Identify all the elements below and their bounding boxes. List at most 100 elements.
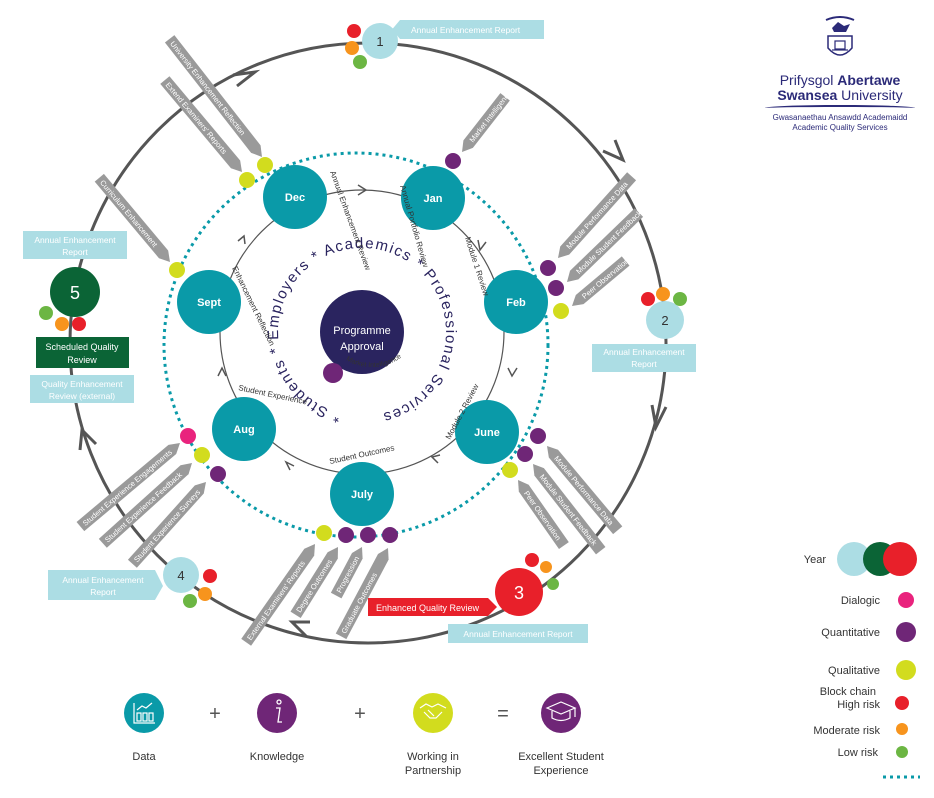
year-5-circle[interactable] [50,267,100,317]
month-circle[interactable] [263,165,327,229]
qualitative-dot[interactable] [239,172,255,188]
data-dots [169,153,569,543]
month-circle[interactable] [212,397,276,461]
knowledge-label: Knowledge [250,751,304,763]
university-crest-icon [825,16,855,56]
legend-year-red-swatch [883,542,917,576]
legend-qualitative-label: Qualitative [828,665,880,677]
qualitative-dot[interactable] [257,157,273,173]
month-june[interactable]: June [455,400,519,464]
experience-label-line1: Excellent Student [518,751,604,763]
quantitative-dot[interactable] [445,153,461,169]
experience-label-line2: Experience [533,765,588,777]
equation-data [124,693,164,733]
year-1-circle[interactable] [362,23,398,59]
legend-low-risk-swatch [896,746,908,758]
month-jan[interactable]: Jan [401,166,465,230]
pointer-peer-observation-bottom: Peer Observation [518,480,569,549]
equation-knowledge [257,693,297,733]
month-label: Feb [506,297,526,309]
month-label: Aug [233,424,254,436]
quantitative-dot[interactable] [338,527,354,543]
quantitative-dot[interactable] [548,280,564,296]
moderate-risk-dot [198,587,212,601]
month-label: July [351,489,374,501]
qualitative-dot[interactable] [553,303,569,319]
qualitative-dot[interactable] [169,262,185,278]
logo-english-dept: Academic Quality Services [792,123,888,132]
year-1[interactable]: Annual Enhancement Report 1 [345,20,544,69]
pointer-arrow-shape [518,480,569,549]
year-2-label-line1: Annual Enhancement [603,347,685,357]
pointer-label: Extend Examiners' Reports [164,81,229,156]
year-4[interactable]: Annual Enhancement Report 4 [48,557,217,608]
pointer-arrow-shape [241,544,315,646]
month-circle[interactable] [177,270,241,334]
scheduled-quality-review-tag [36,337,129,368]
legend-high-risk-swatch [895,696,909,710]
month-circle[interactable] [484,270,548,334]
scheduled-quality-review-line1: Scheduled Quality [45,342,119,352]
year-4-label-line1: Annual Enhancement [62,575,144,585]
quantitative-dot[interactable] [210,466,226,482]
low-risk-dot [547,578,559,590]
swansea-university-logo: Prifysgol Abertawe Swansea University Gw… [752,14,928,133]
pointer-arrow-shape [567,208,644,282]
high-risk-dot [347,24,361,38]
quantitative-dot[interactable] [382,527,398,543]
month-circle[interactable] [455,400,519,464]
qualitative-dot[interactable] [194,447,210,463]
quantitative-dot[interactable] [360,527,376,543]
programme-approval-line1: Programme [333,325,390,337]
year-4-circle[interactable] [163,557,199,593]
year-4-label-tag [48,570,163,600]
logo-english-name: Swansea University [777,87,903,103]
outer-arrow-top [232,69,261,88]
moderate-risk-dot [55,317,69,331]
partnership-label-line2: Partnership [405,765,461,777]
legend-moderate-risk-label: Moderate risk [813,725,880,737]
month-sept[interactable]: Sept [177,270,241,334]
month-feb[interactable]: Feb [484,270,548,334]
low-risk-dot [39,306,53,320]
programme-approval-circle[interactable] [320,290,404,374]
quantitative-dot[interactable] [517,446,533,462]
year-1-label-tag [392,20,544,39]
month-label: Dec [285,192,305,204]
pointer-arrow-shape [76,443,180,532]
outer-arrow-bottom [288,620,310,638]
high-risk-dot [641,292,655,306]
year-3[interactable]: 3 Enhanced Quality Review Annual Enhance… [368,553,588,643]
month-july[interactable]: July [330,462,394,526]
pointer-label: Progression [335,555,362,595]
year-2[interactable]: 2 Annual Enhancement Report [592,287,696,372]
year-5[interactable]: Annual Enhancement Report 5 Scheduled Qu… [23,231,134,403]
legend-block-chain-label: Block chain [820,686,876,698]
year-3-circle[interactable] [495,568,543,616]
inner-arrow-dec-jan [357,184,368,196]
year-2-label-box [592,344,696,372]
month-circle[interactable] [330,462,394,526]
dotted-data-ring [162,151,550,539]
quantitative-dot[interactable] [540,260,556,276]
low-risk-dot [183,594,197,608]
legend-high-risk-label: High risk [837,699,880,711]
legend-qualitative-swatch [896,660,916,680]
pointer-arrow-shape [98,463,192,548]
handshake-icon [419,703,447,719]
market-intelligence-dot [323,363,343,383]
moderate-risk-dot [656,287,670,301]
month-aug[interactable]: Aug [212,397,276,461]
month-circle[interactable] [401,166,465,230]
pointer-label: Module Performance Data [552,454,616,527]
qualitative-dot[interactable] [316,525,332,541]
pointer-degree-outcomes: Degree Outcomes [290,547,338,619]
month-dec[interactable]: Dec [263,165,327,229]
dialogic-dot[interactable] [180,428,196,444]
qualitative-dot[interactable] [502,462,518,478]
equation-excellent-experience [541,693,581,733]
year-3-label: Annual Enhancement Report [463,629,573,639]
month-nodes: Dec Jan Feb June July Aug Sept [177,165,548,526]
year-2-circle[interactable] [646,301,684,339]
quantitative-dot[interactable] [530,428,546,444]
